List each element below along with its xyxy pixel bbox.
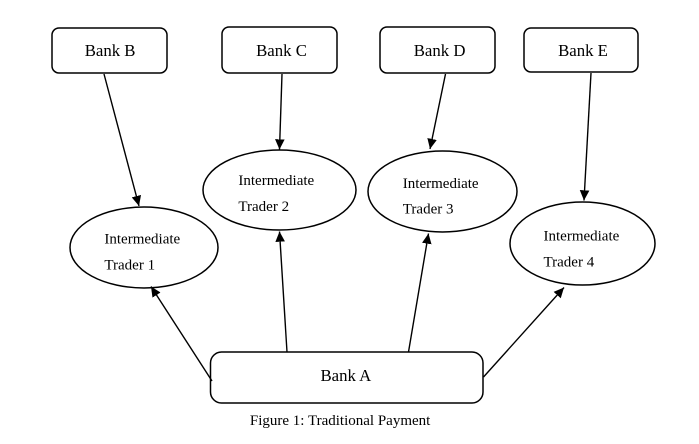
svg-text:Bank A: Bank A (320, 366, 371, 385)
svg-text:Trader 4: Trader 4 (544, 254, 595, 270)
svg-text:Trader 2: Trader 2 (238, 199, 289, 215)
svg-text:Bank B: Bank B (85, 41, 136, 60)
svg-text:Bank C: Bank C (256, 41, 307, 60)
svg-text:Bank D: Bank D (414, 41, 466, 60)
svg-text:Bank E: Bank E (558, 41, 608, 60)
svg-text:Figure 1: Traditional Payment: Figure 1: Traditional Payment (250, 413, 431, 429)
svg-text:Intermediate: Intermediate (238, 173, 314, 189)
svg-text:Trader 1: Trader 1 (104, 258, 155, 274)
svg-text:Intermediate: Intermediate (544, 229, 620, 245)
svg-text:Trader 3: Trader 3 (403, 202, 454, 218)
svg-text:Intermediate: Intermediate (104, 232, 180, 248)
svg-text:Intermediate: Intermediate (403, 176, 479, 192)
